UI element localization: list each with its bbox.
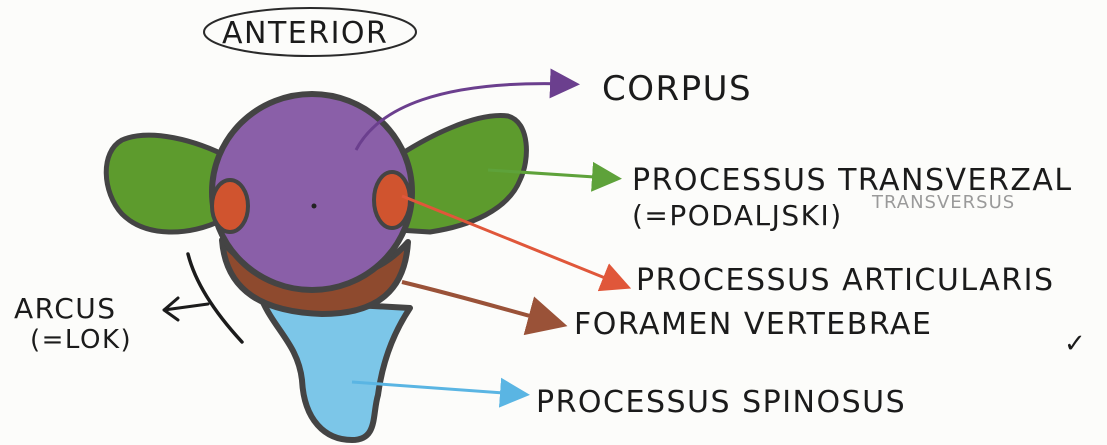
arcus-label: ARCUS: [14, 292, 117, 325]
lok-label: (=LOK): [30, 325, 132, 355]
arcus-arrow: [164, 298, 208, 320]
articular-arrow: [402, 196, 620, 284]
transversus-label: TRANSVERSUS: [871, 192, 1015, 213]
left-articular-process: [212, 180, 248, 232]
corpus-center-dot: [312, 204, 317, 209]
anterior-label: ANTERIOR: [222, 16, 388, 51]
articular-label: PROCESSUS ARTICULARIS: [636, 263, 1055, 298]
spinosus-label: PROCESSUS SPINOSUS: [536, 385, 906, 420]
spinous-process: [262, 300, 410, 440]
foramen-arrow: [402, 282, 552, 322]
corpus-label: CORPUS: [602, 69, 752, 109]
right-articular-process: [374, 172, 410, 228]
check-mark: ✓: [1064, 329, 1087, 359]
podaljski-label: (=PODALJSKI): [632, 199, 843, 232]
foramen-label: FORAMEN VERTEBRAE: [574, 307, 932, 342]
